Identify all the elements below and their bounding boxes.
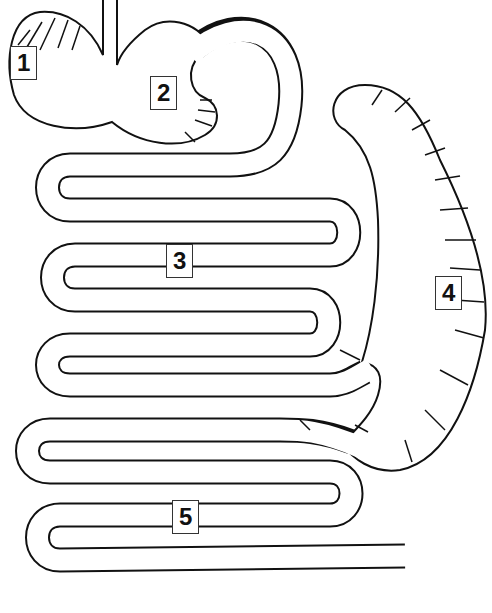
callout-number: 5 — [172, 500, 199, 534]
vessel-ticks — [18, 18, 484, 462]
small-intestine-lumen — [48, 31, 373, 385]
callout-number: 2 — [150, 76, 177, 110]
callout-number: 1 — [10, 46, 37, 80]
colon-lumen — [28, 430, 407, 560]
callout-number: 4 — [435, 276, 462, 310]
colon-wall — [28, 430, 406, 560]
stomach-outline — [10, 0, 217, 144]
callout-number: 3 — [166, 244, 193, 278]
cecum-outline — [333, 85, 485, 471]
